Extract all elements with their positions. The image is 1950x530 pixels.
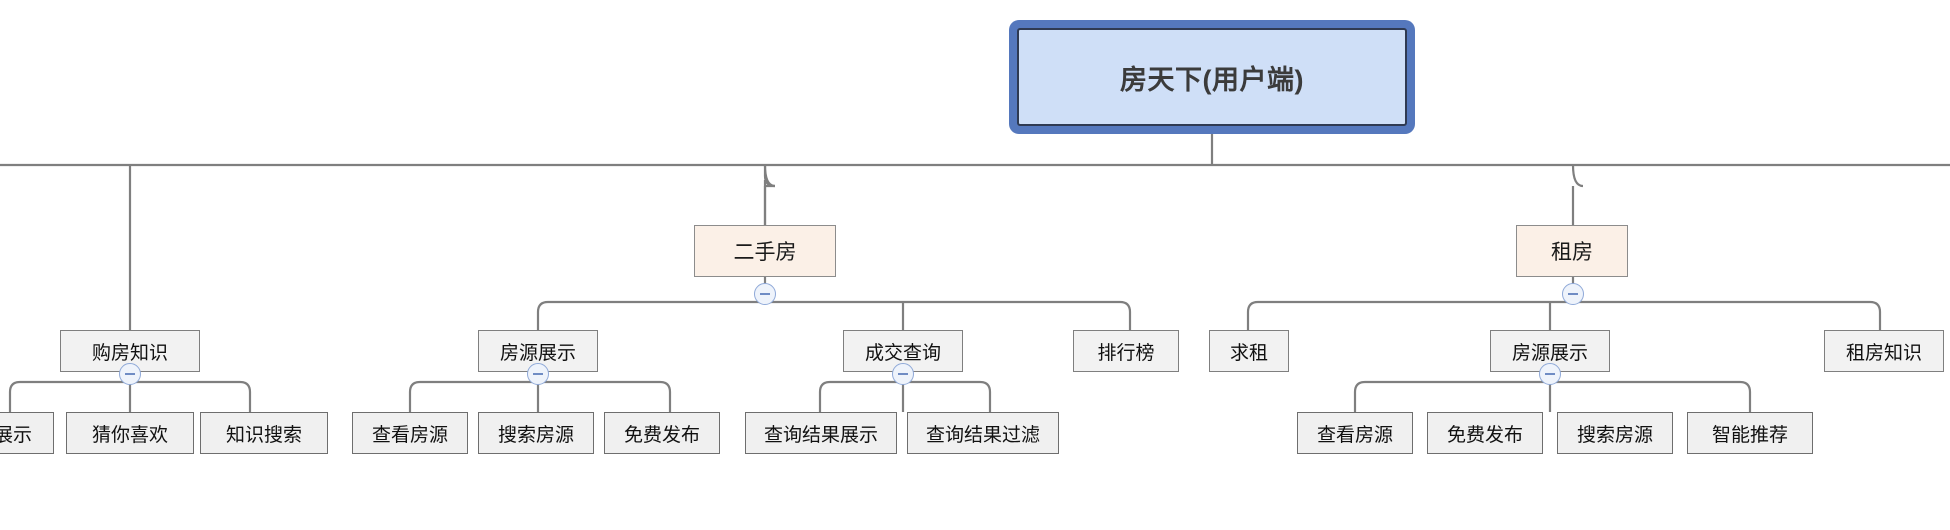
node-zf[interactable]: 租房 (1516, 225, 1628, 277)
leaf-esf-cjcx-0[interactable]: 查询结果展示 (745, 412, 897, 454)
collapse-toggle-zf-fyzs[interactable] (1539, 363, 1561, 385)
leaf-zf-fyzs-0[interactable]: 查看房源 (1297, 412, 1413, 454)
leaf-esf-cjcx-1[interactable]: 查询结果过滤 (907, 412, 1059, 454)
node-zf-zfzs[interactable]: 租房知识 (1824, 330, 1944, 372)
leaf-esf-fyzs-0[interactable]: 查看房源 (352, 412, 468, 454)
root-node[interactable]: 房天下(用户端) (1017, 28, 1407, 126)
leaf-gfzs-1[interactable]: 猜你喜欢 (66, 412, 194, 454)
collapse-toggle-esf-cjcx[interactable] (892, 363, 914, 385)
collapse-toggle-zf[interactable] (1562, 283, 1584, 305)
collapse-toggle-esf-fyzs[interactable] (527, 363, 549, 385)
leaf-gfzs-2[interactable]: 知识搜索 (200, 412, 328, 454)
leaf-esf-fyzs-2[interactable]: 免费发布 (604, 412, 720, 454)
leaf-zf-fyzs-2[interactable]: 搜索房源 (1557, 412, 1673, 454)
leaf-zf-fyzs-3[interactable]: 智能推荐 (1687, 412, 1813, 454)
node-esf[interactable]: 二手房 (694, 225, 836, 277)
leaf-esf-fyzs-1[interactable]: 搜索房源 (478, 412, 594, 454)
leaf-zf-fyzs-1[interactable]: 免费发布 (1427, 412, 1543, 454)
node-zf-fyzs[interactable]: 房源展示 (1490, 330, 1610, 372)
collapse-toggle-gfzs[interactable] (119, 363, 141, 385)
leaf-gfzs-0[interactable]: 展示 (0, 412, 54, 454)
node-esf-phb[interactable]: 排行榜 (1073, 330, 1179, 372)
collapse-toggle-esf[interactable] (754, 283, 776, 305)
node-zf-qz[interactable]: 求租 (1209, 330, 1289, 372)
